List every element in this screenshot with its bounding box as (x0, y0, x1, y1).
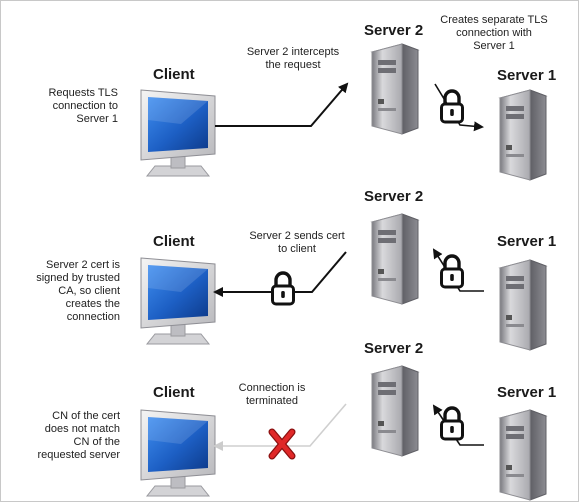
server1-label-3: Server 1 (497, 384, 557, 401)
arrow-note-1: Server 2 intercepts the request (246, 46, 340, 71)
lock-icon (270, 271, 296, 306)
intercept-arrow (215, 82, 349, 127)
client-computer-icon (140, 89, 216, 177)
arrow-note-2: Server 2 sends cert to client (249, 230, 345, 255)
server-1-icon (499, 259, 547, 351)
server-2-icon (371, 43, 419, 135)
terminated-arrow (213, 403, 347, 451)
server2-label-2: Server 2 (364, 188, 424, 205)
client-computer-icon (140, 257, 216, 345)
server1-label-2: Server 1 (497, 233, 557, 250)
lock-icon (439, 254, 465, 289)
server-1-icon (499, 89, 547, 181)
client-note-2: Server 2 cert is signed by trusted CA, s… (36, 259, 120, 323)
lock-icon (439, 89, 465, 124)
client-computer-icon (140, 409, 216, 497)
arrow-note-3: Connection is terminated (238, 382, 306, 407)
server-1-icon (499, 409, 547, 501)
server1-return-arrow (432, 248, 484, 292)
server2-label-1: Server 2 (364, 22, 424, 39)
terminated-cross-icon (268, 428, 296, 460)
server1-label-1: Server 1 (497, 67, 557, 84)
client-label-1: Client (153, 66, 195, 83)
lock-icon (439, 406, 465, 441)
client-note-3: CN of the cert does not match CN of the … (37, 410, 120, 461)
server1-return-arrow (432, 404, 484, 446)
server-2-icon (371, 365, 419, 457)
cert-arrow (213, 251, 347, 297)
server-2-icon (371, 213, 419, 305)
tls-note: Creates separate TLS connection with Ser… (440, 14, 548, 52)
server2-label-3: Server 2 (364, 340, 424, 357)
client-label-2: Client (153, 233, 195, 250)
client-note-1: Requests TLS connection to Server 1 (48, 87, 118, 125)
client-label-3: Client (153, 384, 195, 401)
